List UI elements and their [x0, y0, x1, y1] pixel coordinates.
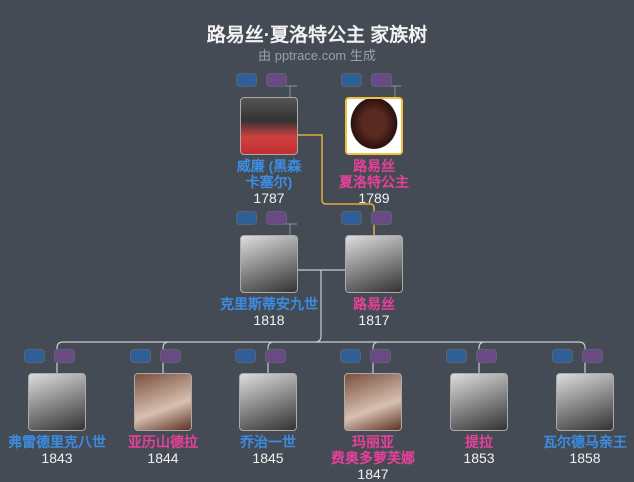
expand-spouse-toggle[interactable] [476, 349, 497, 363]
expand-parents-toggle[interactable] [236, 211, 257, 225]
portrait-photo[interactable] [28, 373, 86, 431]
birth-year: 1789 [358, 190, 390, 206]
expand-spouse-toggle[interactable] [266, 73, 287, 87]
expand-parents-toggle[interactable] [341, 73, 362, 87]
birth-year: 1787 [253, 190, 285, 206]
expand-spouse-toggle[interactable] [371, 211, 392, 225]
person-name: 路易丝 [353, 158, 395, 174]
person-name: 玛丽亚 [352, 434, 394, 450]
birth-year: 1853 [463, 450, 495, 466]
expand-parents-toggle[interactable] [235, 349, 256, 363]
person-name: 亚历山德拉 [128, 434, 198, 450]
birth-year: 1847 [357, 466, 389, 482]
expand-parents-toggle[interactable] [446, 349, 467, 363]
portrait-photo[interactable] [240, 235, 298, 293]
expand-spouse-toggle[interactable] [370, 349, 391, 363]
birth-year: 1843 [41, 450, 73, 466]
expand-parents-toggle[interactable] [236, 73, 257, 87]
portrait-photo[interactable] [134, 373, 192, 431]
expand-spouse-toggle[interactable] [265, 349, 286, 363]
birth-year: 1818 [253, 312, 285, 328]
expand-parents-toggle[interactable] [130, 349, 151, 363]
portrait-photo[interactable] [345, 97, 403, 155]
expand-parents-toggle[interactable] [340, 349, 361, 363]
subtitle: 由 pptrace.com 生成 [258, 48, 376, 63]
expand-spouse-toggle[interactable] [160, 349, 181, 363]
expand-spouse-toggle[interactable] [582, 349, 603, 363]
person-name: 威廉 (黑森 [236, 158, 302, 174]
expand-spouse-toggle[interactable] [54, 349, 75, 363]
person-name-line2: 卡塞尔) [245, 174, 293, 190]
person-name: 弗雷德里克八世 [8, 434, 106, 450]
birth-year: 1858 [569, 450, 601, 466]
expand-parents-toggle[interactable] [24, 349, 45, 363]
birth-year: 1817 [358, 312, 390, 328]
person-name: 瓦尔德马亲王 [543, 434, 627, 450]
person-name: 提拉 [465, 434, 493, 450]
person-name-line2: 夏洛特公主 [339, 174, 409, 190]
expand-spouse-toggle[interactable] [371, 73, 392, 87]
person-node[interactable]: 威廉 (黑森卡塞尔)1787 [209, 97, 329, 206]
expand-spouse-toggle[interactable] [266, 211, 287, 225]
birth-year: 1845 [252, 450, 284, 466]
person-name: 乔治一世 [240, 434, 296, 450]
birth-year: 1844 [147, 450, 179, 466]
expand-parents-toggle[interactable] [341, 211, 362, 225]
person-name: 克里斯蒂安九世 [220, 296, 318, 312]
portrait-photo[interactable] [344, 373, 402, 431]
person-name-line2: 费奥多萝芙娜 [331, 450, 415, 466]
portrait-photo[interactable] [240, 97, 298, 155]
expand-parents-toggle[interactable] [552, 349, 573, 363]
portrait-photo[interactable] [239, 373, 297, 431]
portrait-photo[interactable] [345, 235, 403, 293]
person-name: 路易丝 [353, 296, 395, 312]
portrait-photo[interactable] [450, 373, 508, 431]
page-title: 路易丝·夏洛特公主 家族树 [206, 25, 428, 46]
portrait-photo[interactable] [556, 373, 614, 431]
